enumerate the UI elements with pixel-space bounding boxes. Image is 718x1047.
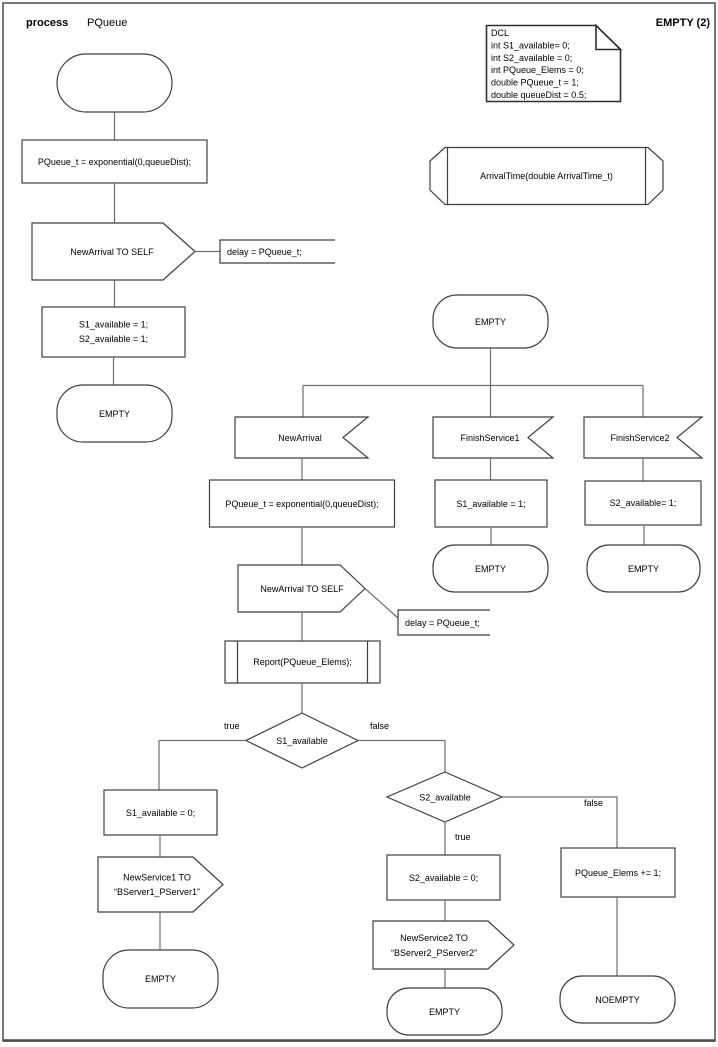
state-label: EMPTY — [99, 409, 130, 419]
comment-label: delay = PQueue_t; — [227, 247, 302, 257]
dcl-line: DCL — [491, 28, 509, 38]
decision-label: S1_available — [276, 736, 328, 746]
note-fold-corner-icon — [595, 23, 623, 51]
state-empty-fs2 — [586, 544, 701, 593]
connector-s2-false — [502, 796, 618, 848]
output-label: “BServer2_PServer2” — [391, 948, 477, 958]
guard-true-label: true — [224, 721, 240, 731]
state-label: NOEMPTY — [595, 995, 640, 1005]
output-label: NewService1 TO — [123, 873, 191, 883]
task-pqueue-t-initial — [21, 139, 208, 184]
task-s2-available-zero — [386, 854, 501, 901]
input-label: FinishService2 — [610, 433, 669, 443]
state-label: EMPTY — [475, 317, 506, 327]
guard-false-label: false — [370, 721, 389, 731]
task-pqueue-t-newarrival — [208, 479, 396, 528]
dcl-line: int PQueue_Elems = 0; — [491, 65, 584, 75]
task-label: S1_available = 1; — [79, 320, 148, 330]
task-label: S2_available = 1; — [79, 334, 148, 344]
process-keyword: process — [26, 17, 68, 29]
output-label: NewArrival TO SELF — [70, 247, 154, 257]
comment-label: delay = PQueue_t; — [405, 618, 480, 628]
task-label: PQueue_Elems += 1; — [575, 868, 661, 878]
state-empty-ns2 — [386, 987, 503, 1036]
start-symbol — [56, 53, 173, 113]
decision-s1-available — [244, 712, 360, 769]
state-label: EMPTY — [429, 1007, 460, 1017]
output-newarrival-to-self — [237, 564, 366, 613]
input-finishservice1 — [432, 416, 555, 459]
process-name: PQueue — [87, 17, 127, 29]
state-label: EMPTY — [628, 564, 659, 574]
task-init-availability — [41, 306, 186, 358]
output-label: “BServer1_PServer1” — [114, 887, 200, 897]
dcl-line: int S1_available= 0; — [491, 40, 570, 50]
state-label: EMPTY — [145, 974, 176, 984]
dcl-line: double PQueue_t = 1; — [491, 78, 579, 88]
task-label: S2_available= 1; — [610, 498, 677, 508]
guard-true-label: true — [455, 832, 471, 842]
decision-label: S2_available — [419, 793, 471, 803]
guard-false-label: false — [584, 798, 603, 808]
comment-delay-newarrival — [397, 609, 490, 636]
procedure-call-report — [224, 640, 381, 684]
output-label: NewService2 TO — [400, 933, 468, 943]
output-newservice1 — [97, 856, 224, 913]
output-newservice2 — [372, 920, 515, 970]
connector-s1-false — [358, 739, 446, 772]
dcl-line: double queueDist = 0.5; — [491, 90, 586, 100]
task-label: S1_available = 0; — [126, 808, 195, 818]
comment-delay-initial — [219, 239, 335, 264]
page-label: EMPTY (2) — [656, 17, 711, 29]
input-label: NewArrival — [278, 433, 322, 443]
task-label: S2_available = 0; — [409, 873, 478, 883]
state-empty-ns1 — [102, 949, 219, 1009]
state-empty-fs1 — [432, 544, 549, 593]
task-pqueue-elems-inc — [560, 847, 676, 898]
connector-s1-true — [158, 739, 246, 790]
task-s1-available-zero — [103, 789, 218, 836]
output-label: NewArrival TO SELF — [260, 584, 344, 594]
task-label: PQueue_t = exponential(0,queueDist); — [225, 499, 378, 509]
task-label: PQueue_t = exponential(0,queueDist); — [38, 157, 191, 167]
output-newarrival-to-self-initial — [31, 222, 196, 281]
procedure-declaration-arrivaltime — [429, 146, 664, 206]
state-noempty — [559, 975, 676, 1024]
procedure-call-label: Report(PQueue_Elems); — [253, 657, 352, 667]
connector-comment — [364, 588, 399, 619]
input-label: FinishService1 — [460, 433, 519, 443]
input-newarrival — [234, 416, 370, 459]
declarations-note — [485, 24, 622, 103]
dcl-line: int S2_available = 0; — [491, 53, 572, 63]
task-label: S1_available = 1; — [456, 499, 525, 509]
procedure-label: ArrivalTime(double ArrivalTime_t) — [480, 171, 613, 181]
task-s2-available-one — [584, 480, 702, 526]
state-label: EMPTY — [475, 564, 506, 574]
input-finishservice2 — [583, 416, 704, 459]
state-empty-initial — [56, 384, 173, 443]
